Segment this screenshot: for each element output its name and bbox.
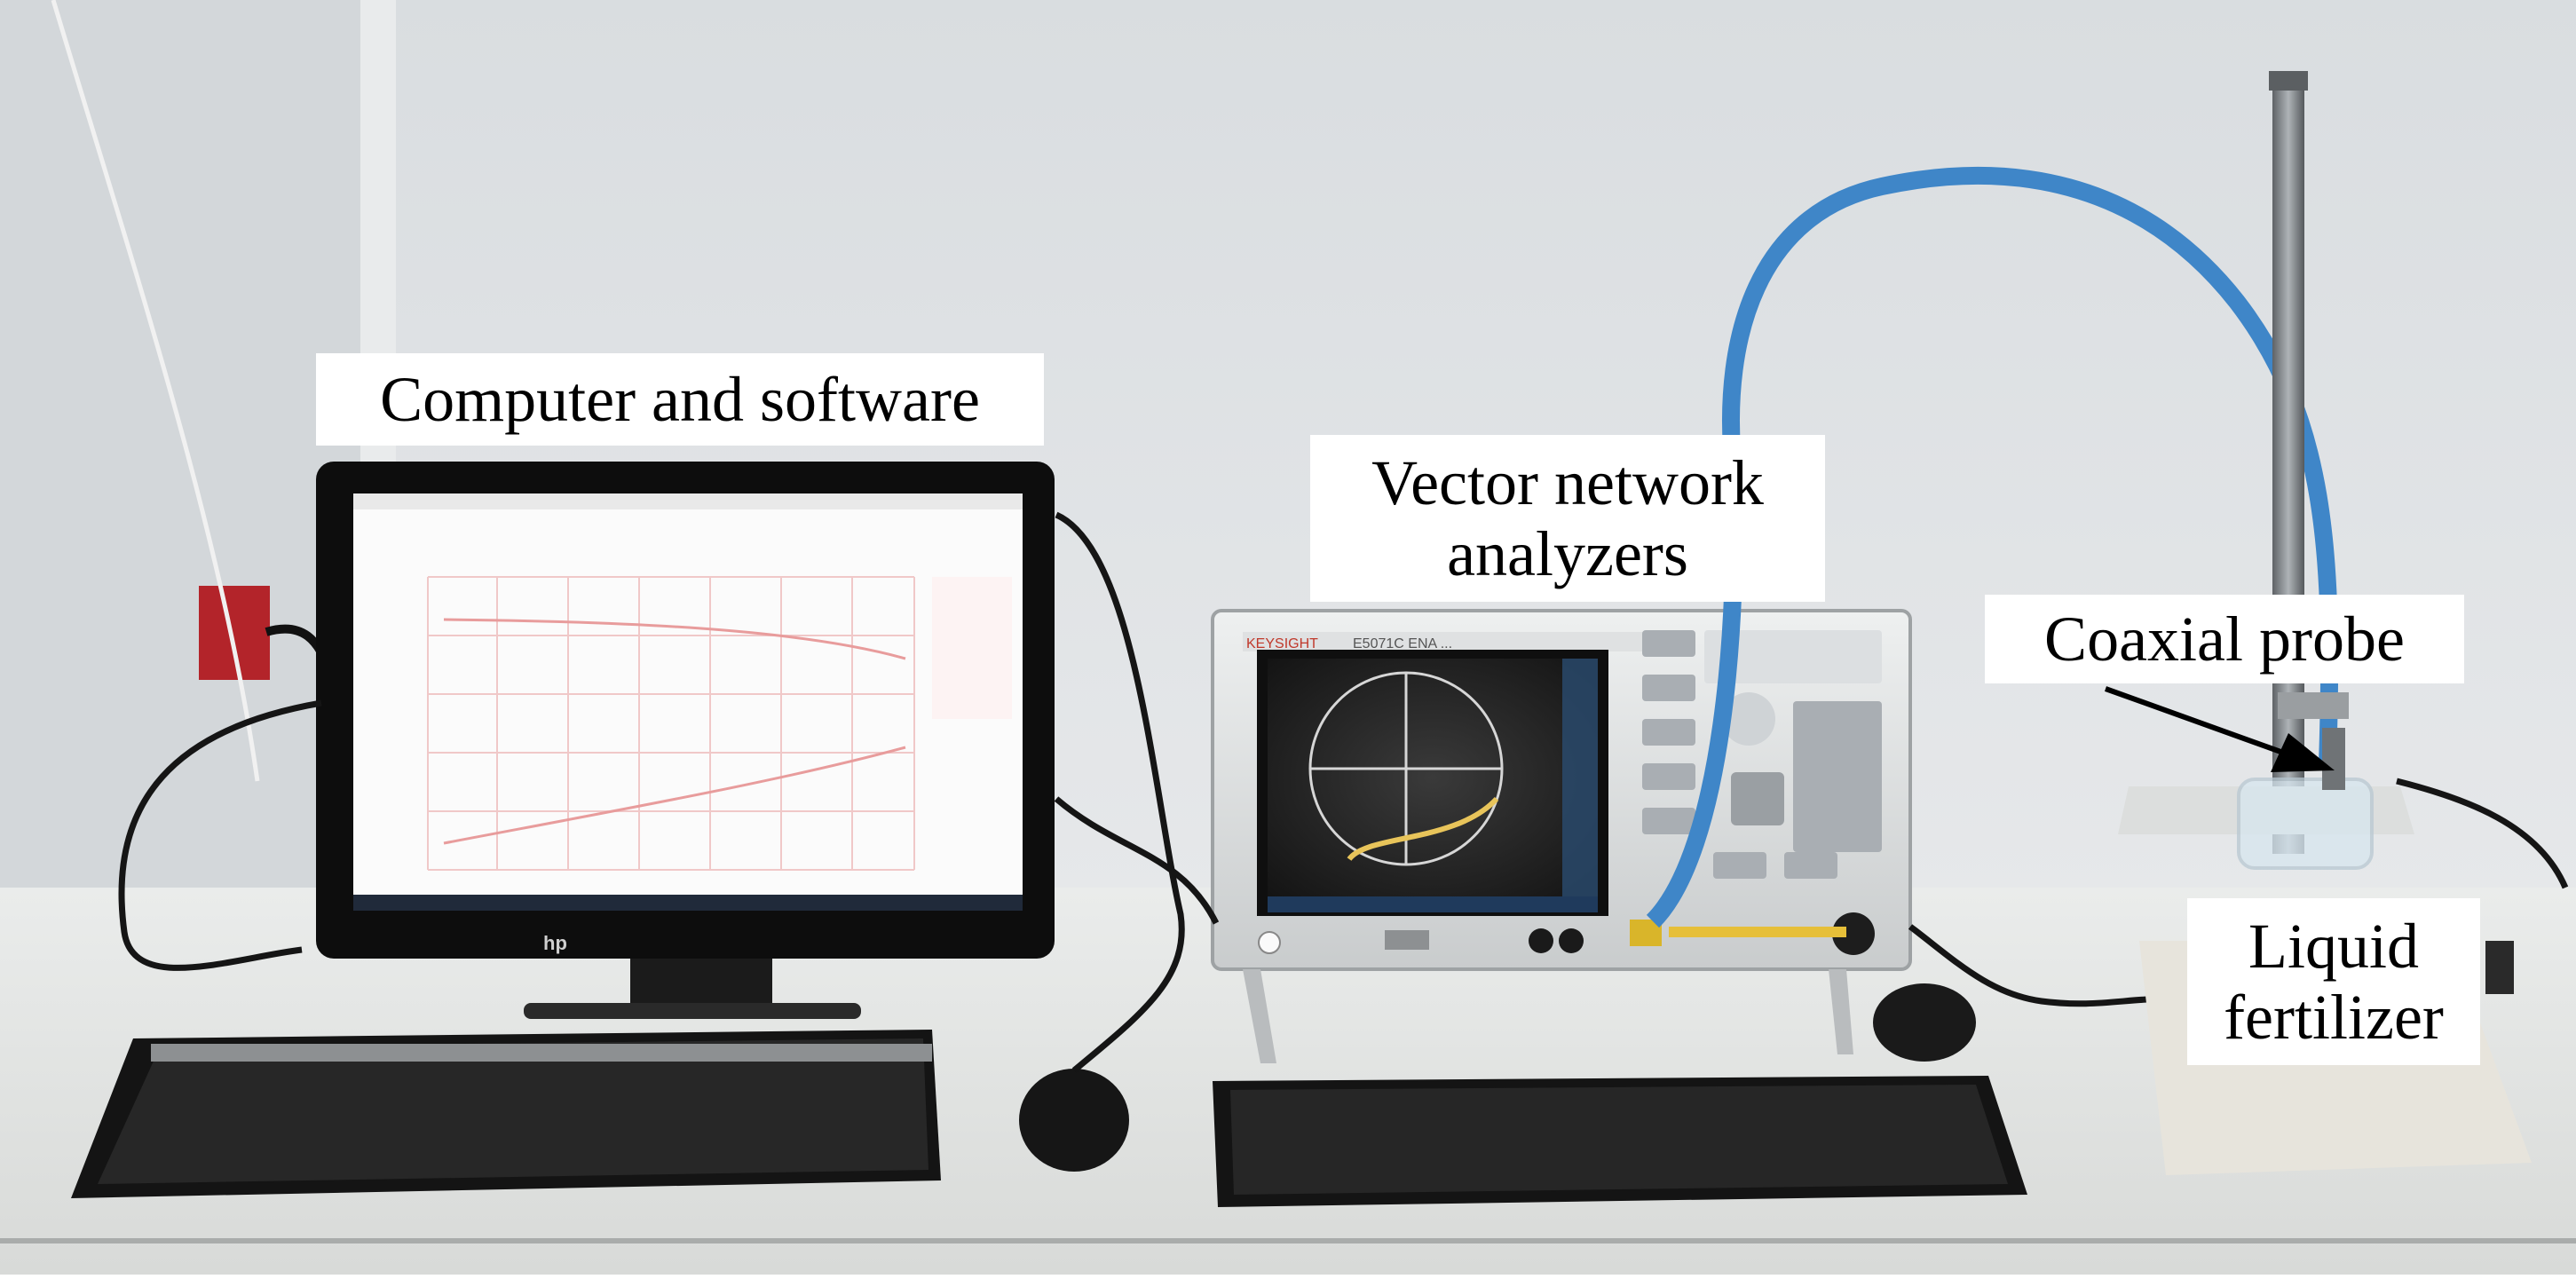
vna-keypad	[1642, 630, 1882, 955]
liquid-fertilizer-line-2: fertilizer	[2224, 982, 2444, 1053]
vna-label: Vector network analyzers	[1310, 435, 1825, 602]
computer-software-label: Computer and software	[316, 353, 1044, 446]
computer-software-text: Computer and software	[380, 364, 980, 435]
keyboard-left	[71, 1030, 941, 1198]
desk-cables	[118, 511, 2569, 1073]
probe-pointer-arrow	[2104, 686, 2335, 772]
coaxial-probe-label: Coaxial probe	[1985, 595, 2464, 683]
coaxial-probe-text: Coaxial probe	[2044, 604, 2405, 675]
mouse-right	[1873, 983, 1976, 1062]
vna-instrument: KEYSIGHT E5071C ENA ...	[1211, 609, 1912, 1063]
keyboard-right	[1213, 1076, 2027, 1207]
monitor-brand: hp	[543, 932, 567, 954]
vna-label-line-2: analyzers	[1447, 518, 1688, 589]
thin-cable	[51, 0, 260, 782]
vna-brand: KEYSIGHT	[1246, 636, 1318, 651]
liquid-fertilizer-label: Liquid fertilizer	[2187, 898, 2480, 1065]
vna-model: E5071C ENA ...	[1353, 636, 1452, 651]
monitor: hp	[316, 462, 1055, 1019]
power-outlet	[199, 586, 270, 680]
vna-label-line-1: Vector network	[1371, 447, 1764, 518]
liquid-fertilizer-line-1: Liquid	[2248, 911, 2419, 982]
mouse-left	[1019, 1069, 1129, 1172]
